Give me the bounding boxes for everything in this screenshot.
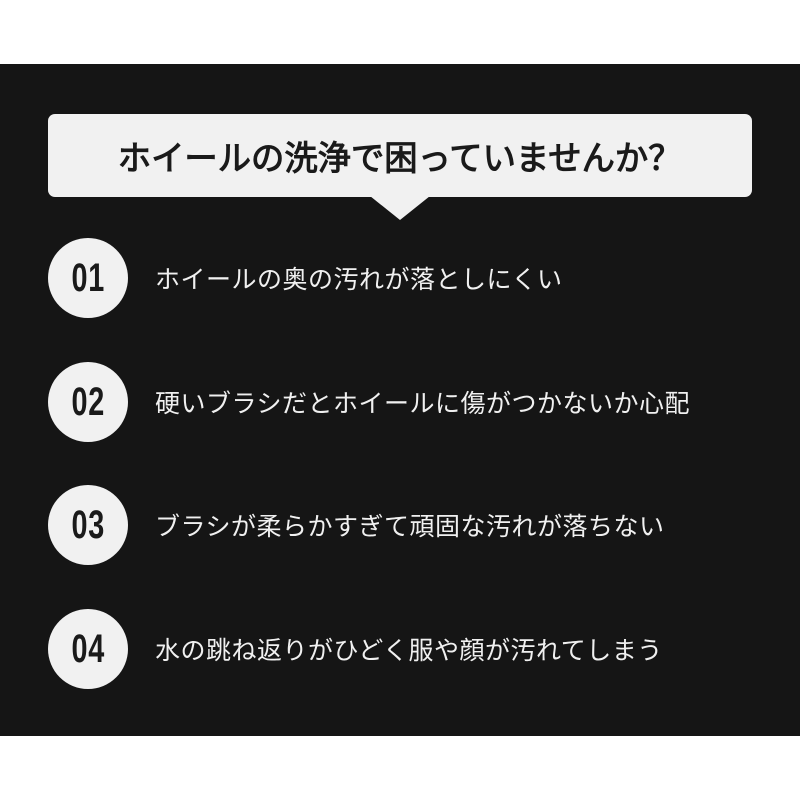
problem-item-1: 01 ホイールの奥の汚れが落としにくい — [48, 238, 768, 318]
number-badge: 01 — [48, 238, 128, 318]
number-badge: 04 — [48, 609, 128, 689]
number-label: 03 — [71, 503, 105, 547]
problem-item-3: 03 ブラシが柔らかすぎて頑固な汚れが落ちない — [48, 485, 768, 565]
problem-text: 硬いブラシだとホイールに傷がつかないか心配 — [155, 389, 691, 418]
number-label: 02 — [71, 380, 105, 424]
number-badge: 03 — [48, 485, 128, 565]
speech-bubble-tail — [370, 196, 430, 220]
headline: ホイールの洗浄で困っていませんか？ — [118, 139, 682, 179]
problem-text: ホイールの奥の汚れが落としにくい — [155, 265, 563, 294]
problem-item-2: 02 硬いブラシだとホイールに傷がつかないか心配 — [48, 362, 768, 442]
number-badge: 02 — [48, 362, 128, 442]
problem-text: ブラシが柔らかすぎて頑固な汚れが落ちない — [155, 512, 665, 541]
number-label: 01 — [71, 256, 105, 300]
speech-bubble: ホイールの洗浄で困っていませんか？ — [48, 114, 752, 197]
number-label: 04 — [71, 627, 105, 671]
problem-item-4: 04 水の跳ね返りがひどく服や顔が汚れてしまう — [48, 609, 768, 689]
problem-text: 水の跳ね返りがひどく服や顔が汚れてしまう — [155, 636, 663, 665]
